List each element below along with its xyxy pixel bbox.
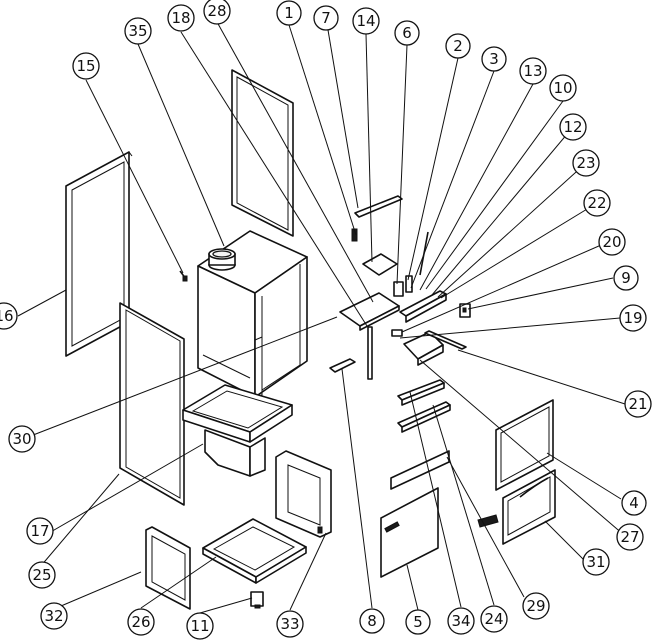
balloon-12-label: 12: [563, 118, 582, 136]
balloon-6-label: 6: [402, 24, 412, 42]
balloon-23-label: 23: [576, 154, 595, 172]
balloon-12: 12: [559, 113, 587, 141]
balloon-1: 1: [276, 0, 302, 26]
balloon-28: 28: [203, 0, 231, 25]
balloon-16-label: 16: [0, 307, 14, 325]
part-lower-front-door: [380, 487, 439, 578]
part-angle-rail: [399, 290, 447, 323]
part-main-cabinet: [197, 230, 308, 398]
balloon-8-label: 8: [367, 612, 377, 630]
balloon-10: 10: [549, 74, 577, 102]
balloon-32: 32: [40, 602, 68, 630]
balloon-9-label: 9: [621, 269, 631, 287]
balloon-3: 3: [481, 46, 507, 72]
balloon-13: 13: [519, 57, 547, 85]
balloon-6: 6: [394, 20, 420, 46]
balloon-14-label: 14: [356, 12, 375, 30]
part-glass-door: [495, 399, 554, 491]
balloon-4-label: 4: [629, 494, 639, 512]
balloon-17-label: 17: [30, 522, 49, 540]
balloon-2: 2: [445, 33, 471, 59]
part-valve-bracket: [403, 331, 444, 366]
balloon-11-label: 11: [190, 617, 209, 635]
balloon-33: 33: [276, 610, 304, 638]
part-front-lower-panel: [145, 526, 191, 610]
part-bracket-rail: [351, 195, 403, 242]
balloon-34-label: 34: [451, 612, 470, 630]
balloon-35: 35: [124, 17, 152, 45]
part-rod: [367, 326, 373, 380]
balloon-25: 25: [28, 561, 56, 589]
part-front-left-panel: [119, 302, 185, 506]
balloon-21: 21: [624, 390, 652, 418]
balloon-7-label: 7: [321, 9, 331, 27]
balloon-2-label: 2: [453, 37, 463, 55]
part-fastening-clip: [459, 303, 471, 318]
balloon-19-label: 19: [623, 309, 642, 327]
balloon-30-label: 30: [12, 430, 31, 448]
part-burner-tray: [182, 384, 293, 477]
balloon-1-label: 1: [284, 4, 294, 22]
balloon-31: 31: [582, 548, 610, 576]
balloon-30: 30: [8, 425, 36, 453]
balloon-23: 23: [572, 149, 600, 177]
part-leveling-foot: [250, 591, 264, 609]
balloon-5-label: 5: [413, 613, 423, 631]
balloon-18-label: 18: [171, 9, 190, 27]
balloon-26-label: 26: [131, 613, 150, 631]
part-upper-front-rail: [397, 379, 445, 406]
balloon-15: 15: [72, 52, 100, 80]
balloon-20-label: 20: [602, 233, 621, 251]
balloon-15-label: 15: [76, 57, 95, 75]
part-trim-strip: [390, 450, 450, 490]
part-channel: [424, 330, 467, 350]
balloon-28-label: 28: [207, 2, 226, 20]
balloon-32-label: 32: [44, 607, 63, 625]
balloon-8: 8: [359, 608, 385, 634]
balloon-29: 29: [522, 592, 550, 620]
balloon-11: 11: [186, 612, 214, 640]
balloon-24: 24: [480, 605, 508, 633]
balloon-25-label: 25: [32, 566, 51, 584]
balloon-17: 17: [26, 517, 54, 545]
balloon-7: 7: [313, 5, 339, 31]
leader-lines: [17, 21, 626, 614]
part-screw: [179, 270, 188, 282]
balloon-3-label: 3: [489, 50, 499, 68]
balloon-14: 14: [352, 7, 380, 35]
balloon-31-label: 31: [586, 553, 605, 571]
balloon-13-label: 13: [523, 62, 542, 80]
part-flue-collar: [208, 248, 236, 271]
balloon-20: 20: [598, 228, 626, 256]
balloon-24-label: 24: [484, 610, 503, 628]
balloon-16: 16: [0, 302, 18, 330]
balloon-27-label: 27: [620, 528, 639, 546]
balloon-4: 4: [621, 490, 647, 516]
balloon-9: 9: [613, 265, 639, 291]
part-base-frame: [202, 518, 307, 584]
balloon-10-label: 10: [553, 79, 572, 97]
part-small-clip: [391, 329, 403, 337]
part-mounting-plate: [339, 292, 400, 331]
part-rear-panel: [231, 69, 294, 237]
part-rear-lower-frame: [275, 450, 332, 538]
part-lower-front-rail: [397, 401, 451, 433]
balloon-34: 34: [447, 607, 475, 635]
balloon-22: 22: [583, 189, 611, 217]
balloon-29-label: 29: [526, 597, 545, 615]
balloon-5: 5: [405, 609, 431, 635]
part-ash-drawer: [477, 469, 556, 545]
balloon-21-label: 21: [628, 395, 647, 413]
balloon-19: 19: [619, 304, 647, 332]
balloon-18: 18: [167, 4, 195, 32]
balloon-27: 27: [616, 523, 644, 551]
balloon-33-label: 33: [280, 615, 299, 633]
part-top-plate: [362, 253, 404, 297]
balloon-22-label: 22: [587, 194, 606, 212]
balloon-26: 26: [127, 608, 155, 636]
balloon-35-label: 35: [128, 22, 147, 40]
part-small-bracket: [329, 358, 356, 373]
